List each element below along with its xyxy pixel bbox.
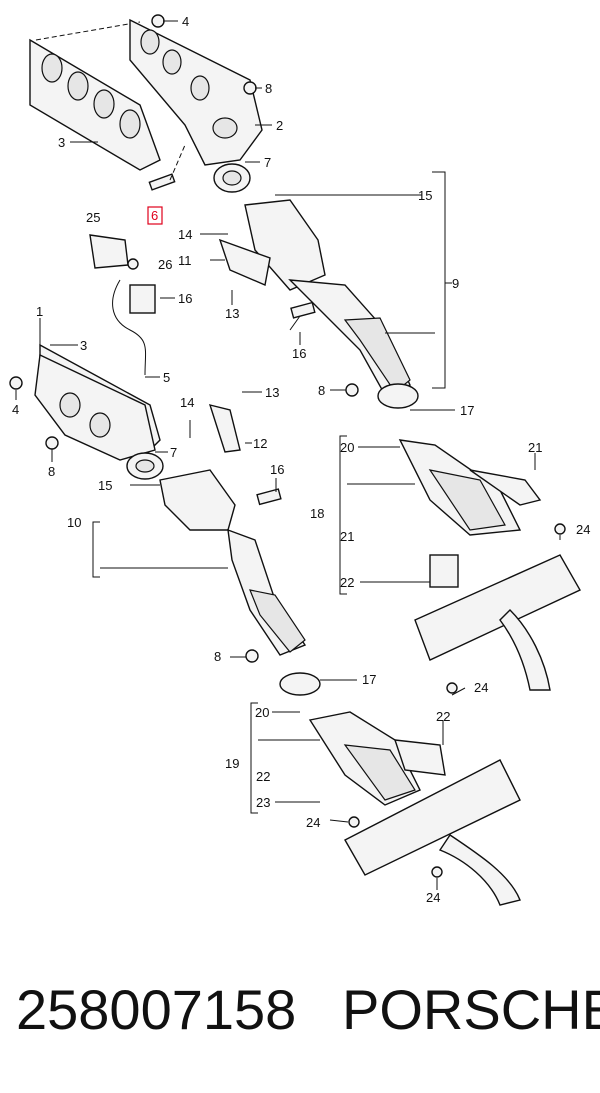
highlight-box-6 <box>147 206 163 225</box>
flange-gasket-17b <box>279 672 321 696</box>
callout-label: 21 <box>340 529 354 544</box>
exhaust-system-diagram: 4 8 2 3 7 6 15 9 25 14 11 26 16 13 16 1 … <box>9 14 590 906</box>
callout-label: 15 <box>418 188 432 203</box>
callout-label: 17 <box>362 672 376 687</box>
part-number: 258007158 <box>16 978 297 1041</box>
callout-label: 19 <box>225 756 239 771</box>
callout-label: 26 <box>158 257 172 272</box>
callout-label: 22 <box>256 769 270 784</box>
rear-muffler-upper <box>398 439 542 536</box>
callout-label: 8 <box>48 464 55 479</box>
manifold-gasket-upper <box>29 38 161 171</box>
callout-label: 24 <box>474 680 488 695</box>
callout-label: 16 <box>292 346 306 361</box>
oxygen-sensor-16-lower <box>256 488 282 506</box>
mount-bracket-22-upper <box>429 554 459 588</box>
bracket-12 <box>208 404 241 453</box>
callout-label: 21 <box>528 440 542 455</box>
callout-label: 8 <box>214 649 221 664</box>
footer: 258007158 PORSCHE <box>0 975 600 1045</box>
callout-label: 16 <box>178 291 192 306</box>
callout-label: 8 <box>265 81 272 96</box>
callout-label: 22 <box>340 575 354 590</box>
callout-label: 4 <box>12 402 19 417</box>
callout-label: 13 <box>225 306 239 321</box>
callout-label: 11 <box>178 253 192 268</box>
callout-label: 25 <box>86 210 100 225</box>
connector-16 <box>129 284 156 314</box>
callout-label: 7 <box>264 155 271 170</box>
callout-label: 14 <box>178 227 192 242</box>
bracket-11 <box>218 238 271 286</box>
rear-muffler-lower <box>308 711 446 806</box>
callout-labels: 4 8 2 3 7 6 15 9 25 14 11 26 16 13 16 1 … <box>12 14 590 905</box>
callout-label: 16 <box>270 462 284 477</box>
callout-label: 20 <box>255 705 269 720</box>
callout-label: 3 <box>58 135 65 150</box>
callout-label: 24 <box>306 815 320 830</box>
callout-label: 7 <box>170 445 177 460</box>
callout-label: 4 <box>182 14 189 29</box>
callout-label: 6 <box>151 208 158 223</box>
callout-label: 17 <box>460 403 474 418</box>
callout-label: 24 <box>426 890 440 905</box>
callout-label: 3 <box>80 338 87 353</box>
catalytic-converter-upper <box>244 199 411 396</box>
oxygen-sensor-16-upper <box>289 301 316 331</box>
callout-label: 15 <box>98 478 112 493</box>
sensor-wire <box>112 279 147 376</box>
callout-label: 8 <box>318 383 325 398</box>
callout-label: 2 <box>276 118 283 133</box>
callout-label: 20 <box>340 440 354 455</box>
crossmember-lower <box>344 759 521 906</box>
nut-4-8 <box>9 14 359 663</box>
callout-label: 18 <box>310 506 324 521</box>
crossmember-upper <box>414 554 581 691</box>
connector-bracket-25 <box>89 234 129 269</box>
brand-name: PORSCHE <box>342 978 600 1041</box>
callout-label: 12 <box>253 436 267 451</box>
callout-label: 5 <box>163 370 170 385</box>
callout-label: 24 <box>576 522 590 537</box>
catalytic-converter-lower <box>159 469 307 656</box>
callout-label: 9 <box>452 276 459 291</box>
leader-lines <box>15 20 561 890</box>
callout-label: 23 <box>256 795 270 810</box>
stud-6 <box>148 173 176 191</box>
exhaust-manifold-lower <box>34 353 156 461</box>
callout-label: 1 <box>36 304 43 319</box>
callout-label: 10 <box>67 515 81 530</box>
bolt-24 <box>348 523 566 878</box>
callout-label: 22 <box>436 709 450 724</box>
flange-gasket-17a <box>377 383 419 409</box>
exhaust-manifold-upper <box>129 18 263 166</box>
callout-label: 14 <box>180 395 194 410</box>
callout-label: 13 <box>265 385 279 400</box>
